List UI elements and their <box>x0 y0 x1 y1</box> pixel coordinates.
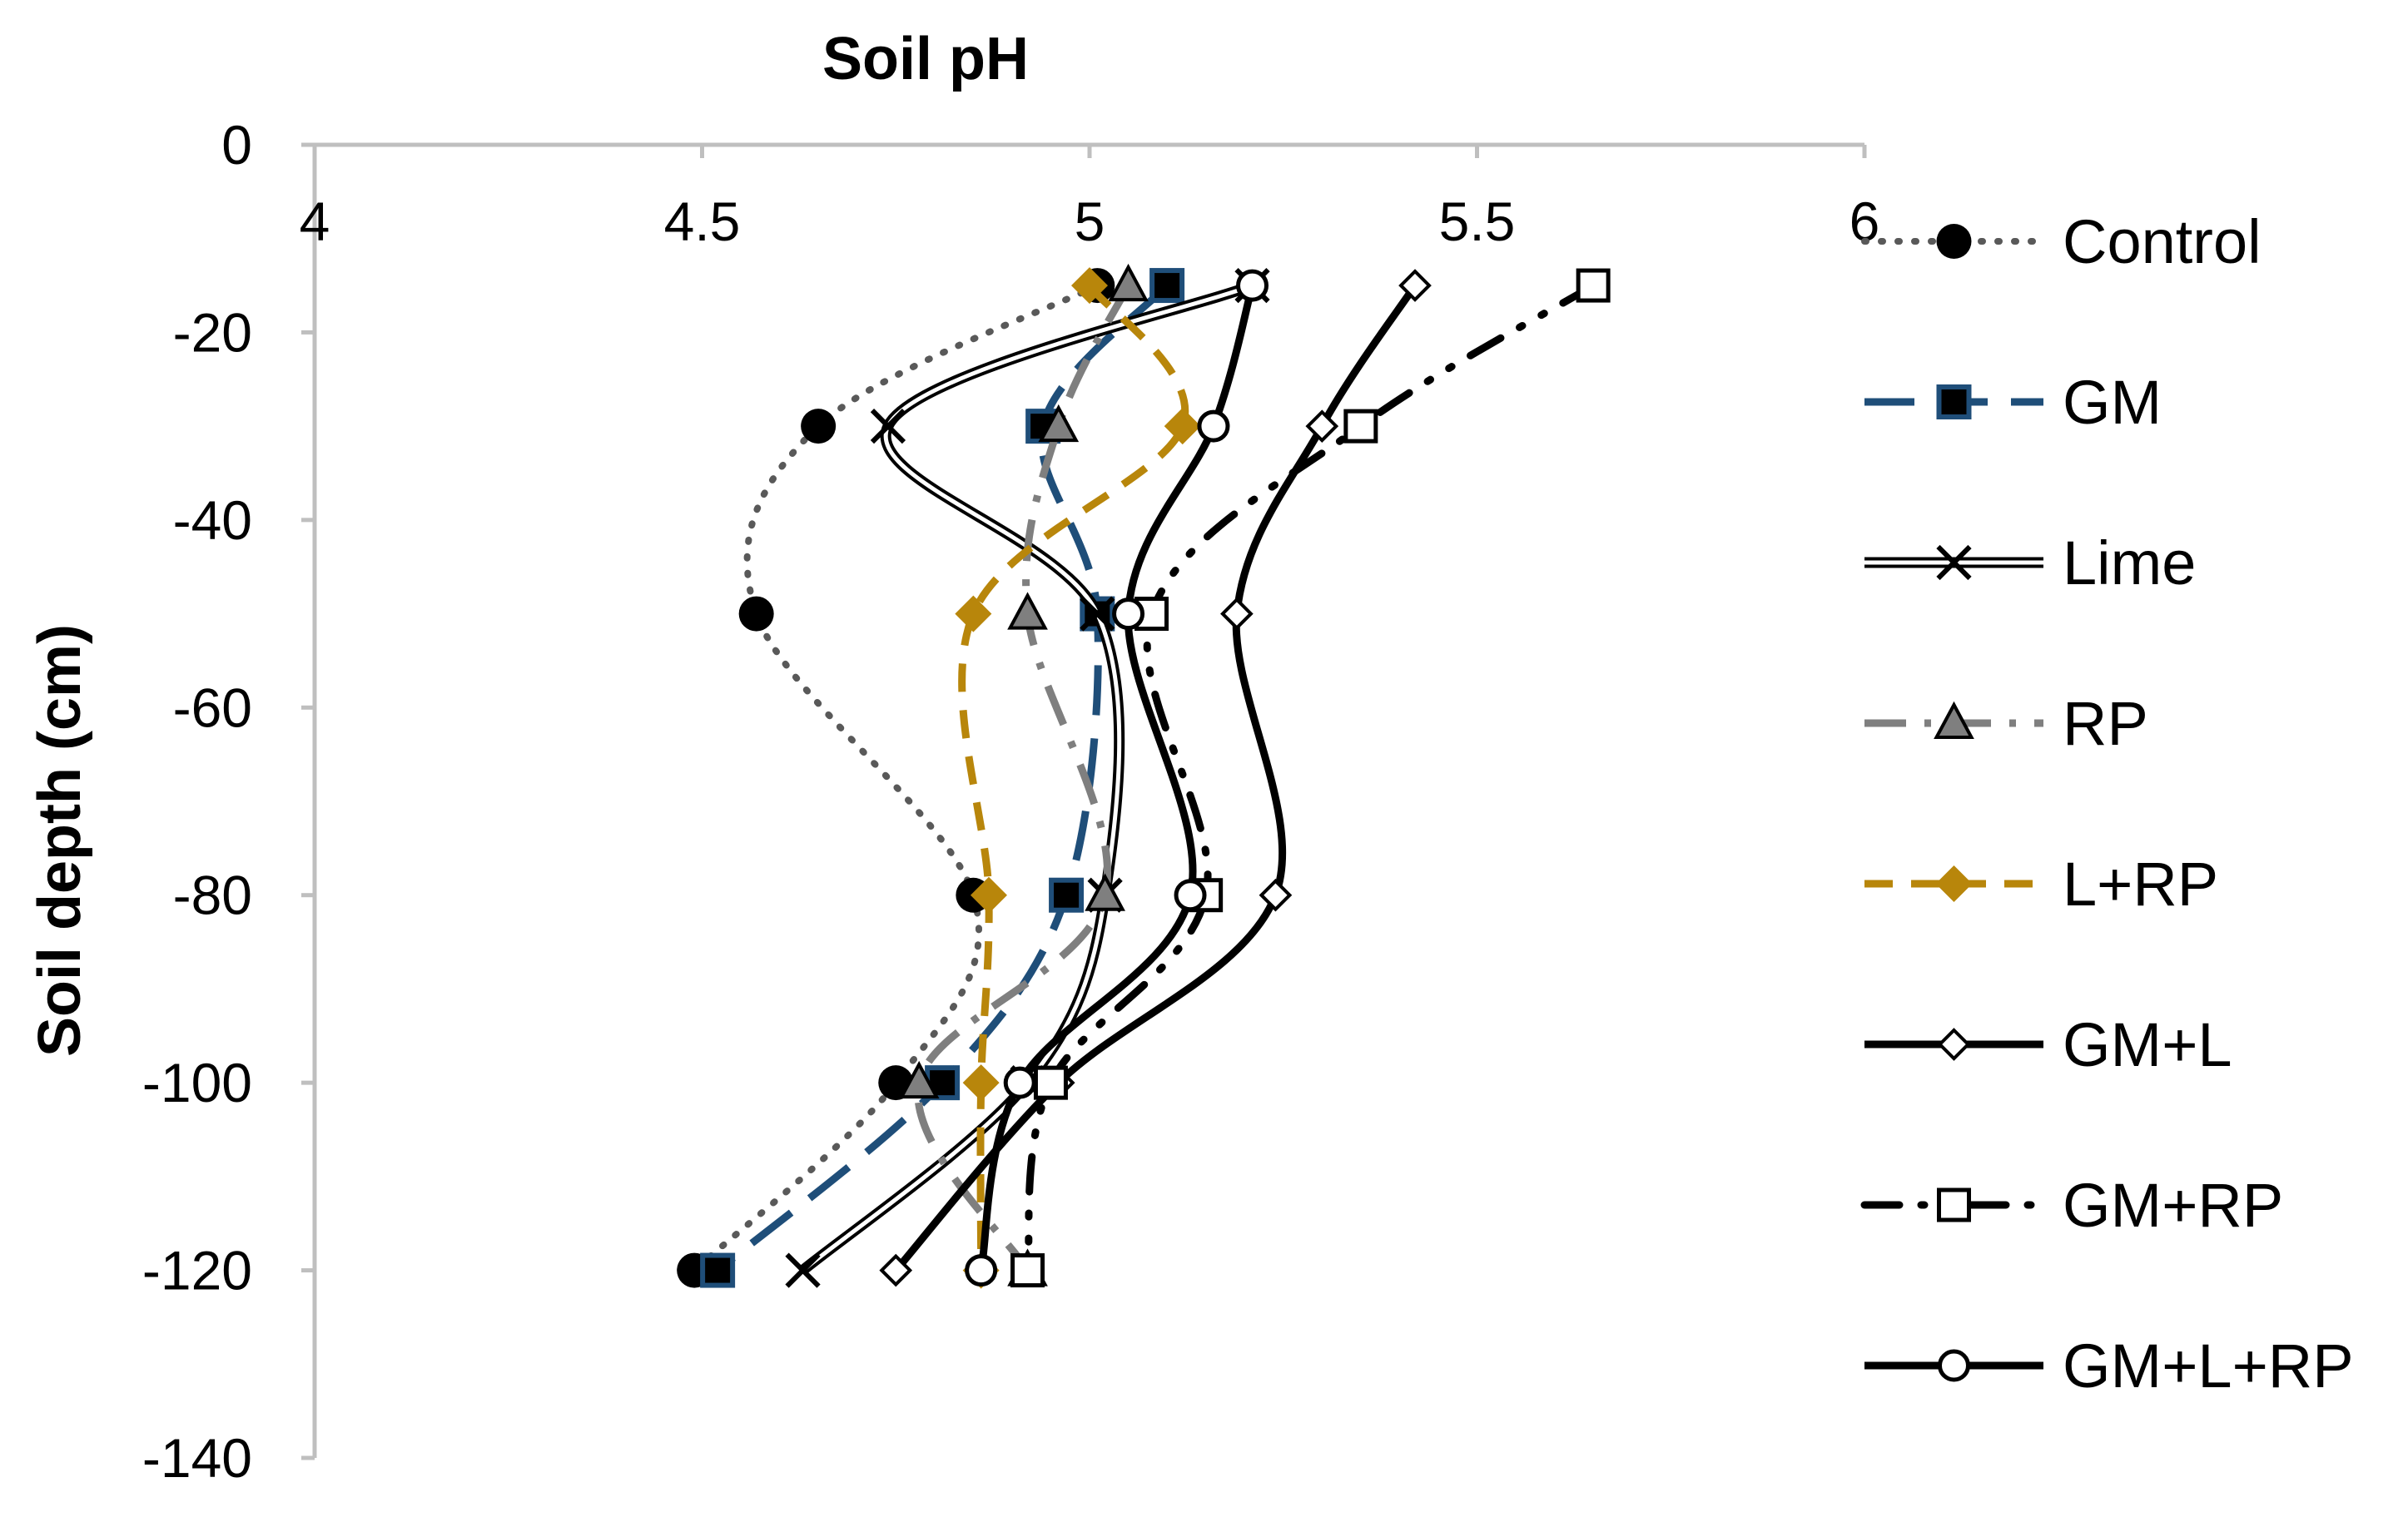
data-point-gm-l-rp <box>1112 597 1145 631</box>
legend-marker-gm <box>1936 384 1972 419</box>
y-tick-label: -60 <box>173 677 252 738</box>
data-point-gm-rp <box>1033 1065 1068 1100</box>
legend-label-l-rp: L+RP <box>2063 850 2218 919</box>
data-point-gm-l <box>1220 597 1254 631</box>
series-line-control <box>691 282 1101 1274</box>
legend-marker-rp <box>1934 701 1974 739</box>
legend-item-rp: RP <box>1864 689 2148 758</box>
legend-label-gm-l: GM+L <box>2063 1010 2232 1079</box>
data-point-rp <box>1038 404 1080 443</box>
legend-marker-gm-l <box>1937 1028 1971 1061</box>
data-point-lime <box>785 1252 821 1288</box>
legend-label-gm-rp: GM+RP <box>2063 1171 2283 1240</box>
data-point-l-rp <box>962 1064 1000 1102</box>
legend-item-gm-rp: GM+RP <box>1860 1171 2283 1240</box>
legend-label-lime: Lime <box>2063 528 2196 597</box>
x-tick-label: 5.5 <box>1439 191 1516 252</box>
legend-item-control: Control <box>1861 207 2262 276</box>
legend-label-rp: RP <box>2063 689 2148 758</box>
y-tick-label: -100 <box>142 1052 252 1113</box>
legend-item-gm-l-rp: GM+L+RP <box>1864 1331 2354 1401</box>
data-point-lime <box>870 409 906 444</box>
data-point-control <box>801 409 837 444</box>
legend-label-control: Control <box>2063 207 2262 276</box>
series-rp <box>898 263 1149 1287</box>
data-point-gm-l-rp <box>1174 879 1207 912</box>
data-point-gm-rp <box>1010 1253 1045 1288</box>
y-tick-label: -120 <box>142 1240 252 1301</box>
y-tick-label: 0 <box>221 114 252 176</box>
data-point-gm <box>700 1252 736 1288</box>
x-axis-title: Soil pH <box>822 26 1029 92</box>
x-tick-label: 4 <box>300 191 330 252</box>
legend-item-lime: Lime <box>1864 528 2196 597</box>
series-gm-rp <box>1010 268 1611 1288</box>
data-point-rp <box>1007 592 1048 630</box>
y-tick-label: -20 <box>173 301 252 363</box>
legend-label-gm: GM <box>2063 368 2162 437</box>
legend-marker-control <box>1936 224 1972 259</box>
data-point-rp <box>1085 873 1125 911</box>
series-line-gm <box>715 283 1170 1274</box>
data-point-gm-rp <box>1343 409 1378 444</box>
data-point-gm <box>1149 268 1185 304</box>
series-gm-l-rp <box>965 269 1269 1287</box>
data-point-lime <box>1080 596 1115 632</box>
data-point-gm-l-rp <box>1197 409 1230 443</box>
data-point-l-rp <box>955 595 992 632</box>
data-point-gm-l-rp <box>1003 1066 1036 1099</box>
data-point-gm-l <box>879 1253 913 1287</box>
legend-item-gm: GM <box>1864 368 2162 437</box>
data-point-l-rp <box>1071 267 1108 305</box>
series-line-gm-rp <box>1024 281 1597 1275</box>
y-tick-label: -80 <box>173 865 252 926</box>
y-axis-title: Soil depth (cm) <box>27 624 93 1057</box>
data-point-l-rp <box>1164 408 1201 445</box>
legend-marker-gm-rp <box>1937 1187 1971 1222</box>
data-point-gm-l <box>1305 409 1339 443</box>
y-tick-label: -40 <box>173 489 252 551</box>
data-point-gm-l-rp <box>965 1254 998 1287</box>
series-line-rp <box>914 284 1132 1272</box>
y-ticks: 0 -20 -40 -60 -80 -100 -120 -140 <box>142 114 315 1489</box>
data-point-rp <box>1108 263 1149 302</box>
data-point-l-rp <box>970 876 1007 914</box>
data-point-gm-l <box>1398 269 1432 302</box>
series-l-rp <box>955 267 1201 1289</box>
data-point-rp <box>898 1060 940 1099</box>
y-tick-label: -140 <box>142 1427 252 1489</box>
data-point-gm-rp <box>1576 268 1611 303</box>
data-point-gm-l <box>1259 878 1293 912</box>
data-point-gm <box>1049 877 1085 913</box>
legend-item-gm-l: GM+L <box>1864 1010 2232 1079</box>
legend-label-gm-l-rp: GM+L+RP <box>2063 1331 2354 1401</box>
legend-item-l-rp: L+RP <box>1864 850 2218 919</box>
series-layer <box>677 263 1611 1289</box>
data-point-control <box>738 596 774 632</box>
data-point-gm-l-rp <box>1236 269 1269 302</box>
x-tick-label: 5 <box>1075 191 1105 252</box>
legend-marker-gm-l-rp <box>1938 1349 1970 1382</box>
series-gm <box>700 268 1185 1288</box>
legend-marker-l-rp <box>1935 865 1973 902</box>
x-tick-label: 4.5 <box>664 191 741 252</box>
legend-marker-lime <box>1936 544 1972 581</box>
